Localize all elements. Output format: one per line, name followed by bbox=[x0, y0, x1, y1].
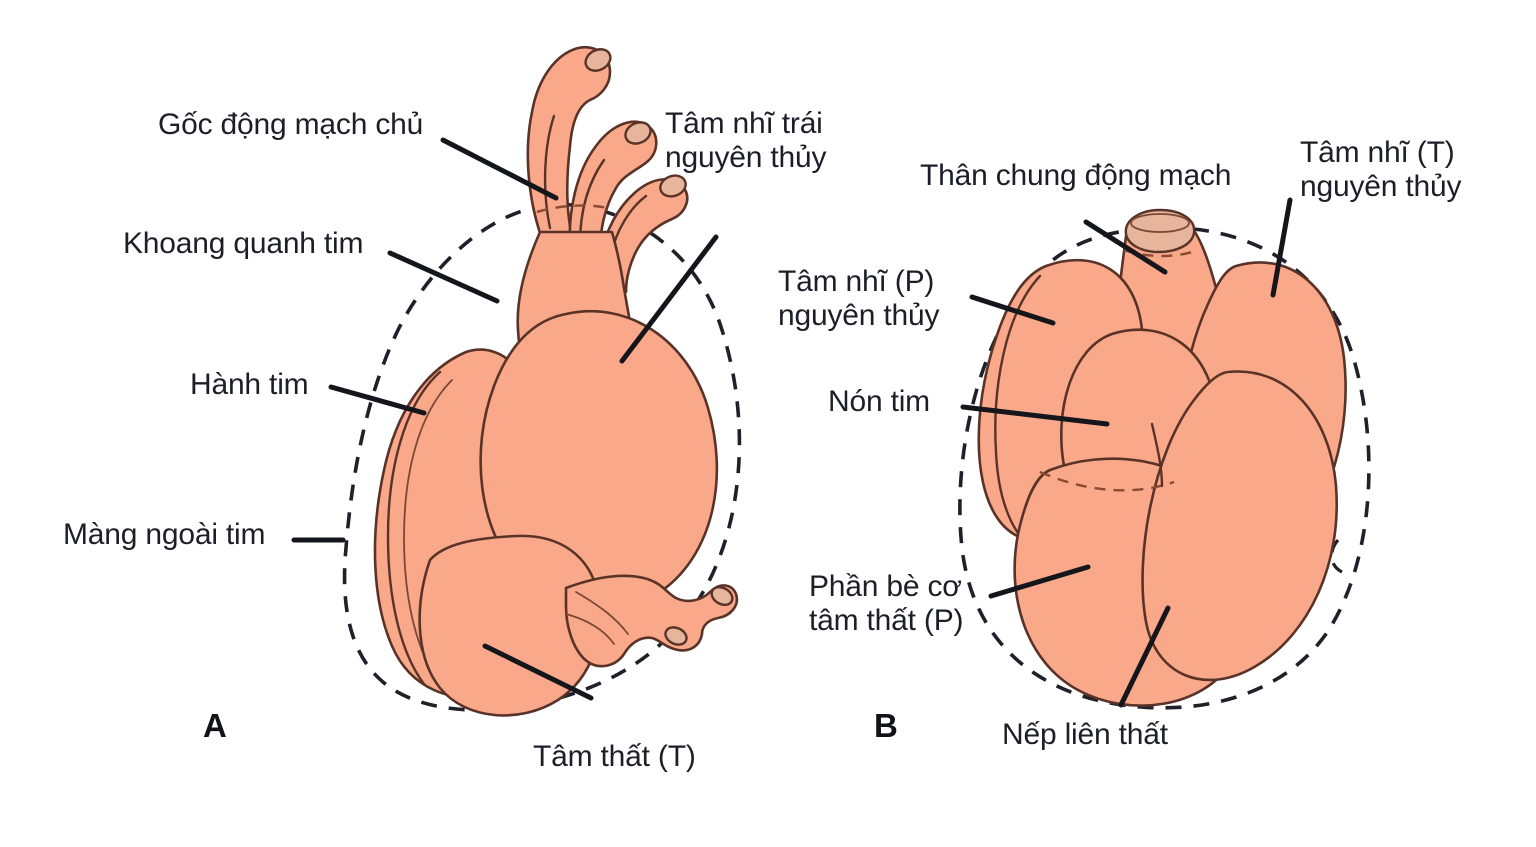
label-tam-nhi-trai-nguyen-thuy: Tâm nhĩ trái nguyên thủy bbox=[665, 107, 826, 174]
pericardial-reflection-a bbox=[536, 204, 613, 214]
aortic-arch-branch-2 bbox=[568, 120, 658, 254]
label-mang-ngoai-tim: Màng ngoài tim bbox=[63, 518, 266, 551]
label-non-tim: Nón tim bbox=[828, 385, 930, 418]
leader-than-chung-dong-mach bbox=[1083, 219, 1168, 275]
arch-3-cut-end bbox=[659, 174, 687, 198]
leader-tam-that-t bbox=[482, 643, 594, 701]
label-tam-that-t: Tâm thất (T) bbox=[533, 740, 696, 773]
interventricular-sulcus-b bbox=[1039, 470, 1175, 492]
leader-tam-nhi-t-nguyen-thuy bbox=[1270, 197, 1293, 298]
left-ventricle-b bbox=[1141, 370, 1338, 682]
label-than-chung-dong-mach: Thân chung động mạch bbox=[920, 159, 1232, 192]
label-phan-be-co-line2: tâm thất (P) bbox=[809, 603, 964, 637]
venous-inflow-stubs-a bbox=[564, 574, 739, 668]
aortic-arch-branch-3 bbox=[598, 177, 689, 294]
arch-1-cut-end bbox=[584, 48, 612, 72]
leader-tam-nhi-p-nguyen-thuy bbox=[969, 294, 1056, 326]
interventricular-groove-b bbox=[1150, 422, 1164, 488]
panel-letter-a: A bbox=[203, 707, 228, 744]
panel-a-illustration bbox=[291, 45, 742, 717]
label-tam-nhi-p-nguyen-thuy: Tâm nhĩ (P) nguyên thủy bbox=[778, 265, 939, 332]
label-tam-nhi-t-line2: nguyên thủy bbox=[1300, 169, 1462, 203]
arch-2-cut-end bbox=[624, 121, 652, 145]
aortic-arch-branch-1 bbox=[526, 45, 612, 238]
sinus-fold-a2 bbox=[565, 613, 615, 645]
label-khoang-quanh-tim: Khoang quanh tim bbox=[123, 227, 364, 260]
label-tam-nhi-trai-line2: nguyên thủy bbox=[665, 140, 827, 174]
label-tam-nhi-p-line2: nguyên thủy bbox=[778, 298, 940, 332]
truncus-cut-rim-b bbox=[1124, 208, 1196, 254]
panel-letter-b: B bbox=[874, 707, 899, 744]
aortic-arch-branch-1-crease bbox=[543, 114, 556, 230]
label-phan-be-co-line1: Phần bè cơ bbox=[809, 570, 962, 603]
pericardium-inner-notch-b bbox=[1330, 538, 1343, 574]
leader-goc-dong-mach-chu bbox=[440, 137, 559, 201]
sinus-fold-a bbox=[575, 591, 629, 635]
vessel-stub-cut-2 bbox=[664, 626, 688, 646]
left-ventricle-a bbox=[418, 534, 602, 717]
leader-non-tim bbox=[960, 404, 1110, 427]
label-tam-nhi-trai-line1: Tâm nhĩ trái bbox=[665, 107, 823, 140]
label-tam-nhi-t-line1: Tâm nhĩ (T) bbox=[1300, 136, 1455, 169]
leader-tam-nhi-trai bbox=[619, 234, 719, 364]
label-tam-nhi-t-nguyen-thuy: Tâm nhĩ (T) nguyên thủy bbox=[1300, 136, 1461, 203]
bulbus-crease-inner bbox=[403, 379, 453, 681]
leader-phan-be-co bbox=[988, 564, 1091, 599]
label-phan-be-co-tam-that-p: Phần bè cơ tâm thất (P) bbox=[809, 570, 964, 637]
leader-nep-lien-that bbox=[1118, 605, 1171, 708]
label-hanh-tim: Hành tim bbox=[190, 368, 309, 401]
label-nep-lien-that: Nếp liên thất bbox=[1002, 718, 1168, 751]
label-goc-dong-mach-chu: Gốc động mạch chủ bbox=[158, 108, 424, 141]
panel-b-illustration bbox=[958, 197, 1371, 710]
leader-khoang-quanh-tim bbox=[387, 250, 500, 304]
label-tam-nhi-p-line1: Tâm nhĩ (P) bbox=[778, 265, 935, 298]
vessel-stub-cut-1 bbox=[710, 585, 734, 607]
truncus-lumen-b bbox=[1130, 213, 1190, 233]
leader-hanh-tim bbox=[328, 384, 427, 416]
